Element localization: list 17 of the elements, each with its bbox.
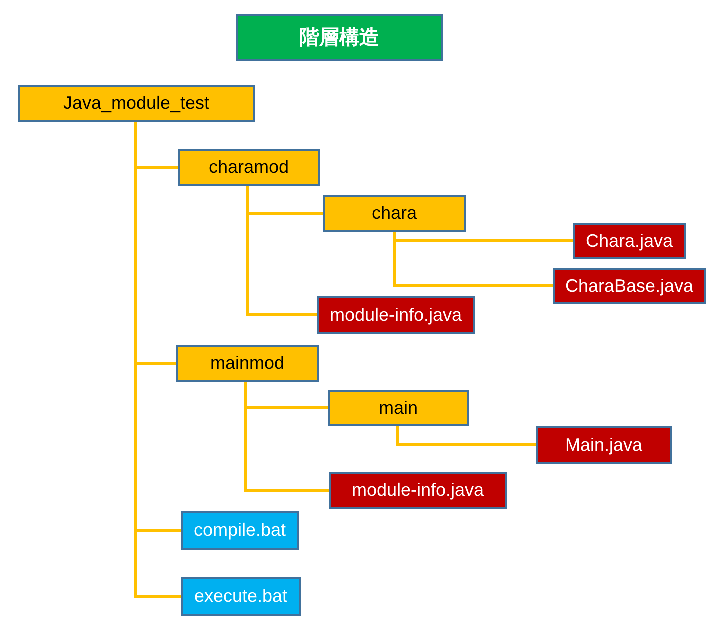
- file-box: Main.java: [536, 426, 672, 464]
- file-box: compile.bat: [181, 511, 299, 550]
- folder-box: Java_module_test: [18, 85, 255, 122]
- title-box: 階層構造: [236, 14, 443, 61]
- folder-box: main: [328, 390, 469, 426]
- connector-line: [396, 426, 536, 446]
- connector-line: [246, 186, 317, 316]
- file-box: module-info.java: [329, 472, 507, 509]
- folder-box: chara: [323, 195, 466, 232]
- connector-line: [394, 232, 553, 288]
- connector-line: [244, 382, 329, 492]
- file-box: CharaBase.java: [553, 268, 706, 304]
- file-box: execute.bat: [181, 577, 301, 616]
- file-box: Chara.java: [573, 223, 686, 259]
- folder-box: mainmod: [176, 345, 319, 382]
- file-box: module-info.java: [317, 296, 475, 334]
- folder-box: charamod: [178, 149, 320, 186]
